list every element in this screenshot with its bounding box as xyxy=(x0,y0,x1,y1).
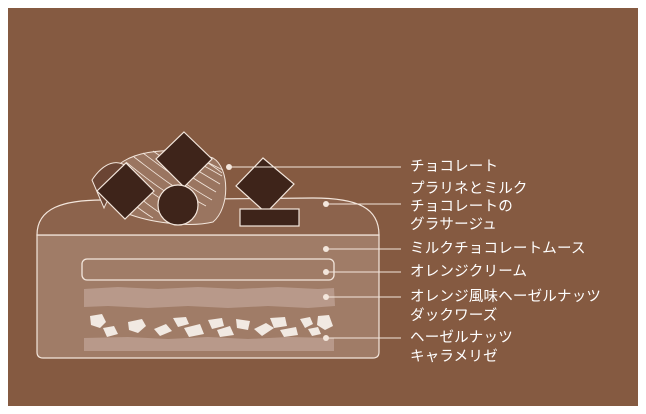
label-orange-cream-line: オレンジクリーム xyxy=(410,264,528,280)
label-mousse: ミルクチョコレートムース xyxy=(410,241,586,257)
label-praline-line-3: グラサージュ xyxy=(410,217,497,233)
dacquoise-layer xyxy=(84,287,335,308)
cake-cross-section xyxy=(36,131,401,359)
label-chocolate-line: チョコレート xyxy=(410,159,499,175)
label-caramelise: ヘーゼルナッツ キャラメリゼ xyxy=(410,329,513,367)
label-praline-line-1: プラリネとミルク xyxy=(410,181,528,197)
label-caramelise-line-2: キャラメリゼ xyxy=(410,349,498,365)
cake-diagram: チョコレート プラリネとミルク チョコレートの グラサージュ ミルクチョコレート… xyxy=(8,8,638,406)
hazelnut-pieces xyxy=(90,314,333,337)
label-caramelise-line-1: ヘーゼルナッツ xyxy=(410,330,513,346)
chocolate-square-left xyxy=(96,162,155,220)
label-chocolate: チョコレート xyxy=(410,159,498,175)
label-dacquoise: オレンジ風味ヘーゼルナッツ ダックワーズ xyxy=(410,288,601,326)
orange-cream-layer xyxy=(81,258,335,281)
label-orange-cream: オレンジクリーム xyxy=(410,264,527,280)
label-praline: プラリネとミルク チョコレートの グラサージュ xyxy=(410,180,528,234)
bottom-layer xyxy=(84,337,334,351)
leader-lines xyxy=(226,164,401,341)
label-dacquoise-line-1: オレンジ風味ヘーゼルナッツ xyxy=(410,289,602,305)
label-praline-line-2: チョコレートの xyxy=(410,199,513,215)
chocolate-plate xyxy=(239,208,300,227)
label-dacquoise-line-2: ダックワーズ xyxy=(410,308,498,324)
chocolate-ball xyxy=(157,184,199,226)
label-mousse-line: ミルクチョコレートムース xyxy=(410,241,586,257)
